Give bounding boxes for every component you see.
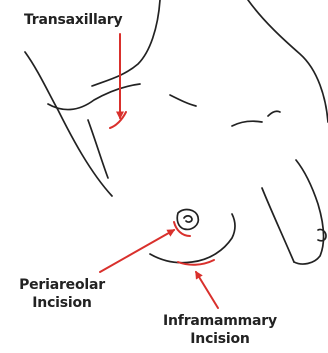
raised-arm-outline [25, 52, 112, 196]
left-collarbone [170, 95, 196, 106]
right-breast-outline [294, 160, 324, 264]
left-breast-outline [150, 214, 235, 263]
transaxillary-label-text: Transaxillary [24, 11, 122, 29]
right-shoulder-line [248, 0, 328, 122]
nipple [184, 216, 192, 222]
periareolar-label: Periareolar Incision [10, 276, 114, 312]
periareolar-label-line1: Periareolar [10, 276, 114, 294]
inframammary-arrow [196, 272, 218, 308]
inframammary-label-line2: Incision [150, 330, 290, 348]
right-collarbone [232, 121, 262, 126]
right-nipple [318, 229, 326, 240]
inframammary-label-line1: Inframammary [150, 312, 290, 330]
transaxillary-label: Transaxillary [24, 11, 122, 29]
inframammary-label: Inframammary Incision [150, 312, 290, 348]
armpit-contour [48, 84, 140, 110]
right-breast-inner [262, 188, 294, 262]
periareolar-arrow [100, 230, 174, 272]
sternum-notch [268, 111, 280, 116]
areola [177, 210, 198, 230]
transaxillary-incision [110, 112, 126, 128]
periareolar-label-line2: Incision [10, 294, 114, 312]
